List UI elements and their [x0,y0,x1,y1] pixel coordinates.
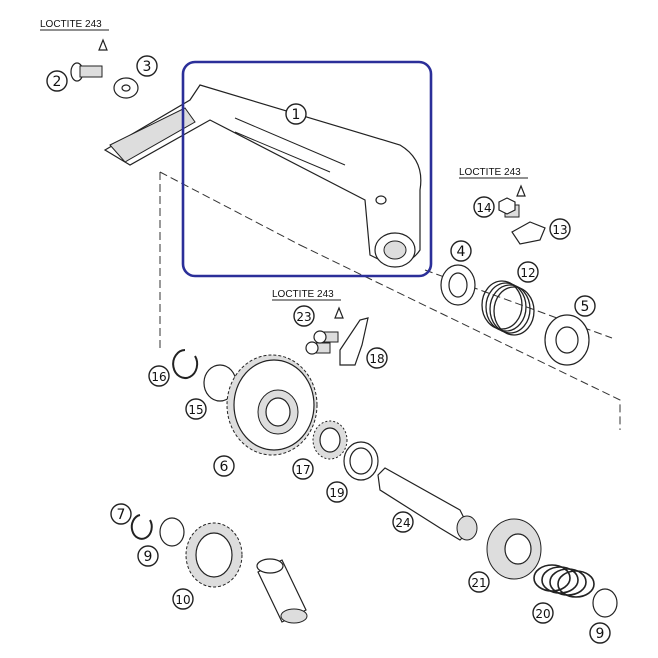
callout-label: 3 [143,59,152,75]
callout-label: 20 [535,607,550,621]
callout-c10: 10 [172,588,194,610]
callout-circle [468,571,490,593]
callout-label: 21 [471,576,486,590]
part-21-ratchet [486,518,542,580]
callout-label: 14 [476,201,491,215]
callout-c1: 1 [285,103,307,125]
callout-c4: 4 [450,240,472,262]
callout-circle [549,218,571,240]
callout-circle [292,458,314,480]
callout-label: 6 [220,459,229,475]
loctite-label: LOCTITE 243 [40,19,102,30]
callout-label: 13 [552,223,567,237]
callout-circle [326,481,348,503]
callout-c14: 14 [473,196,495,218]
callout-circle [148,365,170,387]
callout-label: 12 [520,266,535,280]
part-20-spring [533,564,595,598]
callout-c13: 13 [549,218,571,240]
callout-label: 19 [329,486,344,500]
callout-label: 16 [151,370,166,384]
callout-c7: 7 [110,503,132,525]
callout-circle [293,305,315,327]
callout-circle [517,261,539,283]
callout-circle [285,103,307,125]
loctite-label: LOCTITE 243 [459,167,521,178]
callout-label: 15 [188,403,203,417]
part-9-washer-left [159,517,185,547]
part-17-bearing [312,420,348,460]
callout-c2: 2 [46,70,68,92]
callout-circle [110,503,132,525]
callout-circle [46,70,68,92]
callout-circle [473,196,495,218]
part-18-pawl [339,317,369,366]
callout-c12: 12 [517,261,539,283]
part-7-circlip [130,514,153,540]
part-2-screw [70,62,103,82]
part-16-circlip [172,349,199,379]
callout-c15: 15 [185,398,207,420]
loctite-drop-icon [98,38,108,51]
callout-circle [137,545,159,567]
part-13-bracket [511,221,546,245]
part-3-washer [113,77,139,99]
loctite-label: LOCTITE 243 [272,289,334,300]
callout-circle [589,622,611,644]
callout-label: 7 [117,507,126,523]
callout-c20: 20 [532,602,554,624]
callout-circle [185,398,207,420]
callout-c19: 19 [326,481,348,503]
part-4-washer [440,264,476,306]
part-12-spring [481,280,535,336]
callout-c24: 24 [392,511,414,533]
callout-label: 10 [175,593,190,607]
part-9-washer-right [592,588,618,618]
part-5-washer [544,314,590,366]
part-19-washer [343,441,379,481]
loctite-drop-icon [334,306,344,319]
callout-c3: 3 [136,55,158,77]
loctite-drop-icon [516,184,526,197]
callout-c9a: 9 [137,545,159,567]
callout-c9b: 9 [589,622,611,644]
callout-circle [172,588,194,610]
callout-label: 23 [296,310,311,324]
callout-label: 1 [292,107,301,123]
callout-c5: 5 [574,295,596,317]
callout-circle [450,240,472,262]
callout-circle [532,602,554,624]
callout-label: 17 [295,463,310,477]
part-23-bolts [305,330,339,355]
part-1-kickstarter-lever [103,84,422,268]
part-10-gear [185,522,243,588]
callout-c16: 16 [148,365,170,387]
callout-circle [366,347,388,369]
callout-c17: 17 [292,458,314,480]
callout-circle [136,55,158,77]
callout-label: 5 [581,299,590,315]
callout-label: 18 [369,352,384,366]
callout-circle [392,511,414,533]
gear-bushing [256,558,308,624]
part-24-kick-shaft [377,467,478,541]
part-14-bolt [498,197,520,218]
highlight-box [181,60,433,278]
callout-label: 4 [457,244,466,260]
callout-label: 2 [53,74,62,90]
assembly-dashed-line [159,171,621,430]
callout-c6: 6 [213,455,235,477]
callout-c18: 18 [366,347,388,369]
callout-circle [574,295,596,317]
callout-label: 24 [395,516,410,530]
callout-label: 9 [144,549,153,565]
callout-c21: 21 [468,571,490,593]
part-6-gear [226,354,318,456]
callout-c23: 23 [293,305,315,327]
callout-circle [213,455,235,477]
callout-label: 9 [596,626,605,642]
